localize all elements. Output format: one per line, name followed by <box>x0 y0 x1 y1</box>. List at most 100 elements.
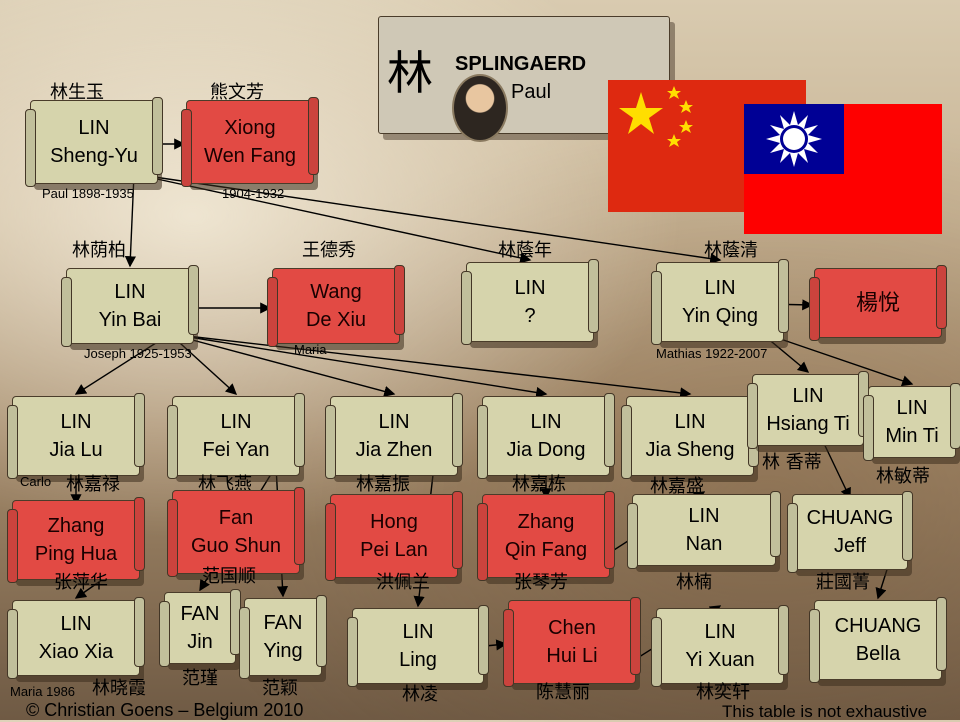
chinese-name-label: 范颖 <box>262 678 298 699</box>
life-note-label: Maria <box>294 342 327 357</box>
person-name: LIN Jia Sheng <box>645 411 735 461</box>
relation-child-line <box>74 333 171 395</box>
person-xiong-wen-fang: Xiong Wen Fang <box>186 100 314 184</box>
life-note-label: Paul 1898-1935 <box>42 186 134 201</box>
chinese-name-label: 林生玉 <box>50 82 104 103</box>
chinese-name-label: 林蔭清 <box>704 240 758 261</box>
chinese-name-label: 张萍华 <box>54 572 108 593</box>
copyright-text: © Christian Goens – Belgium 2010 <box>26 700 304 720</box>
chinese-name-label: 林蔭年 <box>498 240 552 261</box>
person-name: LIN Hsiang Ti <box>766 385 850 435</box>
relation-child-line <box>169 333 396 397</box>
person-lin-hsiang-ti: LIN Hsiang Ti <box>752 374 864 446</box>
person-fan-ying: FAN Ying <box>244 598 322 676</box>
chinese-name-label: 陈慧丽 <box>536 682 590 703</box>
surname-glyph: 林 <box>387 46 433 100</box>
chinese-name-label: 林楠 <box>676 572 712 593</box>
person-lin-fei-yan: LIN Fei Yan <box>172 396 300 476</box>
person-name: CHUANG Jeff <box>806 507 894 557</box>
chinese-name-label: 林 香蒂 <box>762 452 822 473</box>
chinese-name-label: 熊文芳 <box>210 82 264 103</box>
person-name: LIN ? <box>514 277 546 327</box>
chinese-name-label: 洪佩兰 <box>376 572 430 593</box>
person-lin-jia-zhen: LIN Jia Zhen <box>330 396 458 476</box>
person-name: LIN Jia Zhen <box>355 411 433 461</box>
person-fan-guo-shun: Fan Guo Shun <box>172 490 300 574</box>
surname-label: SPLINGAERD <box>455 53 587 75</box>
person-hong-pei-lan: Hong Pei Lan <box>330 494 458 578</box>
relation-child-line <box>169 333 238 395</box>
person-lin-xiao-xia: LIN Xiao Xia <box>12 600 140 676</box>
life-note-label: 1904-1932 <box>222 186 285 201</box>
person-fan-jin: FAN Jin <box>164 592 236 664</box>
person-name: CHUANG Bella <box>834 615 922 665</box>
person-name: Zhang Ping Hua <box>34 515 118 565</box>
person-lin-min-ti: LIN Min Ti <box>868 386 956 458</box>
person-yang-yue: 楊悅 <box>814 268 942 338</box>
person-name: 楊悅 <box>855 290 900 315</box>
person-chuang-jeff: CHUANG Jeff <box>792 494 908 570</box>
chinese-name-label: 林凌 <box>402 684 438 705</box>
person-name: LIN Xiao Xia <box>38 613 114 663</box>
person-lin-jia-lu: LIN Jia Lu <box>12 396 140 476</box>
chinese-name-label: 范瑾 <box>182 668 218 689</box>
person-name: LIN Yi Xuan <box>685 621 755 671</box>
chinese-name-label: 林嘉盛 <box>650 476 704 497</box>
person-name: Xiong Wen Fang <box>204 117 296 167</box>
chinese-name-label: 范国顺 <box>202 566 256 587</box>
person-name: Zhang Qin Fang <box>504 511 588 561</box>
relation-child-line <box>133 173 722 265</box>
person-lin-nan: LIN Nan <box>632 494 776 566</box>
chinese-name-label: 林奕轩 <box>696 682 750 703</box>
person-name: FAN Ying <box>263 612 303 662</box>
person-name: Fan Guo Shun <box>190 507 282 557</box>
chinese-name-label: 林敏蒂 <box>876 466 930 487</box>
life-note-label: Carlo <box>20 474 52 489</box>
chinese-name-label: 王德秀 <box>302 240 356 261</box>
life-note-label: Maria 1986 <box>10 684 76 699</box>
person-chuang-bella: CHUANG Bella <box>814 600 942 680</box>
title-scroll: 林 SPLINGAERD Paul <box>378 16 670 134</box>
person-zhang-ping-hua: Zhang Ping Hua <box>12 500 140 580</box>
disclaimer-text: This table is not exhaustive <box>722 702 928 721</box>
life-note-label: Joseph 1925-1953 <box>84 346 192 361</box>
chinese-name-label: 林嘉禄 <box>66 474 120 495</box>
relation-child-line <box>133 173 532 264</box>
person-name: Wang De Xiu <box>305 281 367 331</box>
person-lin-sheng-yu: LIN Sheng-Yu <box>30 100 158 184</box>
portrait-icon <box>452 74 508 142</box>
person-lin-yin-qing: LIN Yin Qing <box>656 262 784 342</box>
person-wang-de-xiu: Wang De Xiu <box>272 268 400 344</box>
person-name: LIN Fei Yan <box>202 411 270 461</box>
person-name: LIN Sheng-Yu <box>50 117 138 167</box>
person-name: LIN Jia Dong <box>506 411 586 461</box>
person-lin-jia-sheng: LIN Jia Sheng <box>626 396 754 476</box>
person-name: Chen Hui Li <box>546 617 598 667</box>
person-name: LIN Yin Bai <box>98 281 162 331</box>
person-lin-yin-bai: LIN Yin Bai <box>66 268 194 344</box>
chinese-name-label: 莊國菁 <box>816 572 870 593</box>
person-name: LIN Min Ti <box>885 397 939 447</box>
person-lin-jia-dong: LIN Jia Dong <box>482 396 610 476</box>
chinese-name-label: 张琴芳 <box>514 572 568 593</box>
person-name: LIN Nan <box>685 505 723 555</box>
relation-child-line <box>124 173 137 268</box>
chinese-name-label: 林嘉振 <box>356 474 410 495</box>
person-lin-ling: LIN Ling <box>352 608 484 684</box>
person-name: FAN Jin <box>180 603 220 653</box>
chinese-name-label: 林荫柏 <box>72 240 126 261</box>
life-note-label: Mathias 1922-2007 <box>656 346 768 361</box>
person-lin-yi-xuan: LIN Yi Xuan <box>656 608 784 684</box>
flag-roc-icon <box>744 104 942 234</box>
relation-child-line <box>759 331 914 387</box>
person-name: Hong Pei Lan <box>360 511 428 561</box>
relation-child-line <box>169 333 692 399</box>
given-name-label: Paul <box>511 81 552 103</box>
chinese-name-label: 林嘉栋 <box>512 474 566 495</box>
chinese-name-label: 林晓霞 <box>92 678 146 699</box>
person-name: LIN Yin Qing <box>682 277 758 327</box>
person-chen-hui-li: Chen Hui Li <box>508 600 636 684</box>
person-lin-unknown: LIN ? <box>466 262 594 342</box>
relation-child-line <box>169 333 548 398</box>
